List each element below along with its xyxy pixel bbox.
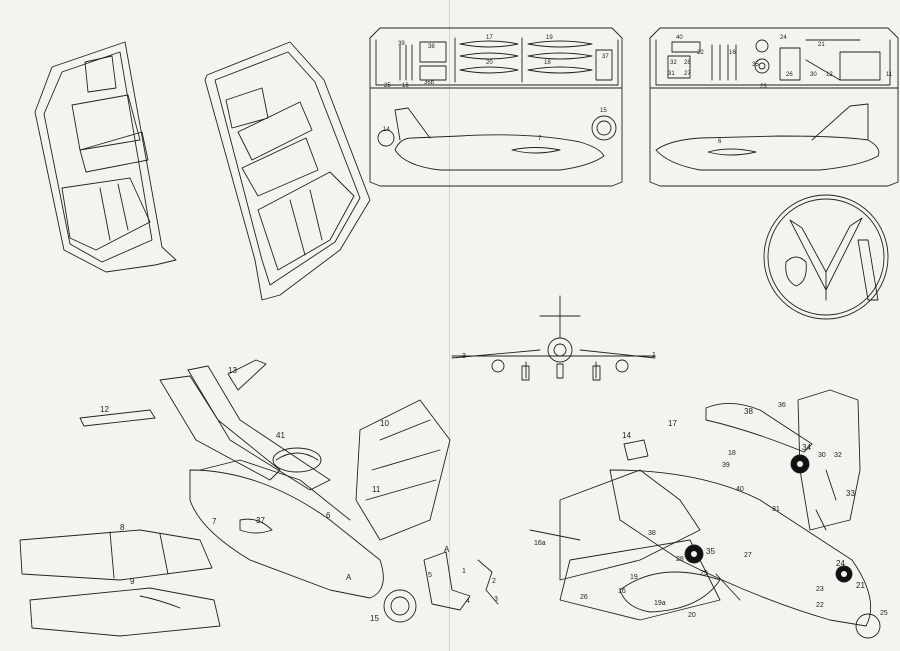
part-number: 17 <box>668 419 677 428</box>
part-number: 21 <box>856 581 865 590</box>
part-number: 2 <box>492 578 496 585</box>
part-number: 11 <box>372 485 381 494</box>
part-number: 13 <box>228 366 237 375</box>
part-number: 19a <box>654 600 666 607</box>
part-number: 3 <box>494 596 498 603</box>
part-number: 17 <box>486 35 493 41</box>
round-sprue-canopy <box>763 194 889 320</box>
part-number: 28 <box>676 556 684 563</box>
part-number: 31 <box>772 506 780 513</box>
part-number: 40 <box>736 486 744 493</box>
part-number: 16 <box>618 588 626 595</box>
part-number: 18 <box>544 60 551 66</box>
part-number: 23 <box>816 586 824 593</box>
part-number: 38 <box>428 44 435 50</box>
part-number: 12 <box>826 72 833 78</box>
part-number: 16a <box>534 540 546 547</box>
part-number: 28 <box>684 60 691 66</box>
part-number: 15 <box>600 108 607 114</box>
part-number: 10 <box>380 419 389 428</box>
part-number: 8 <box>120 523 125 532</box>
part-number: 27 <box>744 552 752 559</box>
part-number: 5 <box>428 572 432 579</box>
part-number: 7 <box>538 136 542 142</box>
part-number: 32 <box>834 452 842 459</box>
part-number: 30 <box>810 72 817 78</box>
part-number: 24 <box>836 559 845 568</box>
part-number: 14 <box>383 127 390 133</box>
part-number: 21 <box>818 42 825 48</box>
part-number: 15 <box>370 614 379 623</box>
part-number: 34 <box>802 443 811 452</box>
part-number: 39 <box>398 41 405 47</box>
part-number: 3 <box>462 353 466 360</box>
part-number: 11 <box>886 72 893 78</box>
part-number: 29 <box>700 570 708 577</box>
part-number: 6 <box>326 511 331 520</box>
part-number: 40 <box>676 35 683 41</box>
part-number: 25 <box>384 83 391 89</box>
part-number: 39 <box>722 462 730 469</box>
part-number: 4 <box>466 598 470 605</box>
part-number: 22 <box>697 50 704 56</box>
part-number: 16 <box>729 50 736 56</box>
part-number: 12 <box>100 405 109 414</box>
part-number: 1 <box>462 568 466 575</box>
part-number: 9 <box>130 577 135 586</box>
fold-line <box>449 0 450 651</box>
part-number: 30 <box>818 452 826 459</box>
part-number: 16 <box>402 83 409 89</box>
part-number: 25 <box>880 610 888 617</box>
part-number: 19 <box>630 574 638 581</box>
wing-sprue-right <box>204 41 371 301</box>
sprue-frame-fuselage-left <box>369 27 623 187</box>
part-number: 31 <box>668 71 675 77</box>
part-number: 36 <box>778 402 786 409</box>
part-number: 38 <box>648 530 656 537</box>
part-number: 23 <box>760 84 767 90</box>
part-number: 27 <box>684 71 691 77</box>
part-number: 7 <box>212 517 217 526</box>
part-number: 32 <box>670 60 677 66</box>
part-number: 37 <box>602 54 609 60</box>
left-exploded-assembly <box>19 359 499 637</box>
part-number: 6 <box>718 139 722 145</box>
right-exploded-assembly <box>529 389 881 639</box>
part-number: 26 <box>786 72 793 78</box>
part-number: 33 <box>846 489 855 498</box>
part-number: 24 <box>780 35 787 41</box>
part-number: 18 <box>728 450 736 457</box>
part-number: 36b <box>424 80 435 86</box>
part-number: 20 <box>486 60 493 66</box>
part-number: 22 <box>816 602 824 609</box>
sprue-frame-fuselage-right <box>649 27 899 187</box>
part-number: 41 <box>276 431 285 440</box>
wing-sprue-left <box>34 41 177 273</box>
part-number: A <box>346 573 352 582</box>
front-view-aircraft <box>451 295 656 381</box>
part-number: 14 <box>622 431 631 440</box>
part-number: 35 <box>752 62 759 68</box>
part-number: 1 <box>652 352 656 359</box>
part-number: 37 <box>256 516 265 525</box>
part-number: A <box>444 545 450 554</box>
part-number: 26 <box>580 594 588 601</box>
part-number: 38 <box>744 407 753 416</box>
part-number: 19 <box>546 35 553 41</box>
part-number: 35 <box>706 547 715 556</box>
part-number: 20 <box>688 612 696 619</box>
